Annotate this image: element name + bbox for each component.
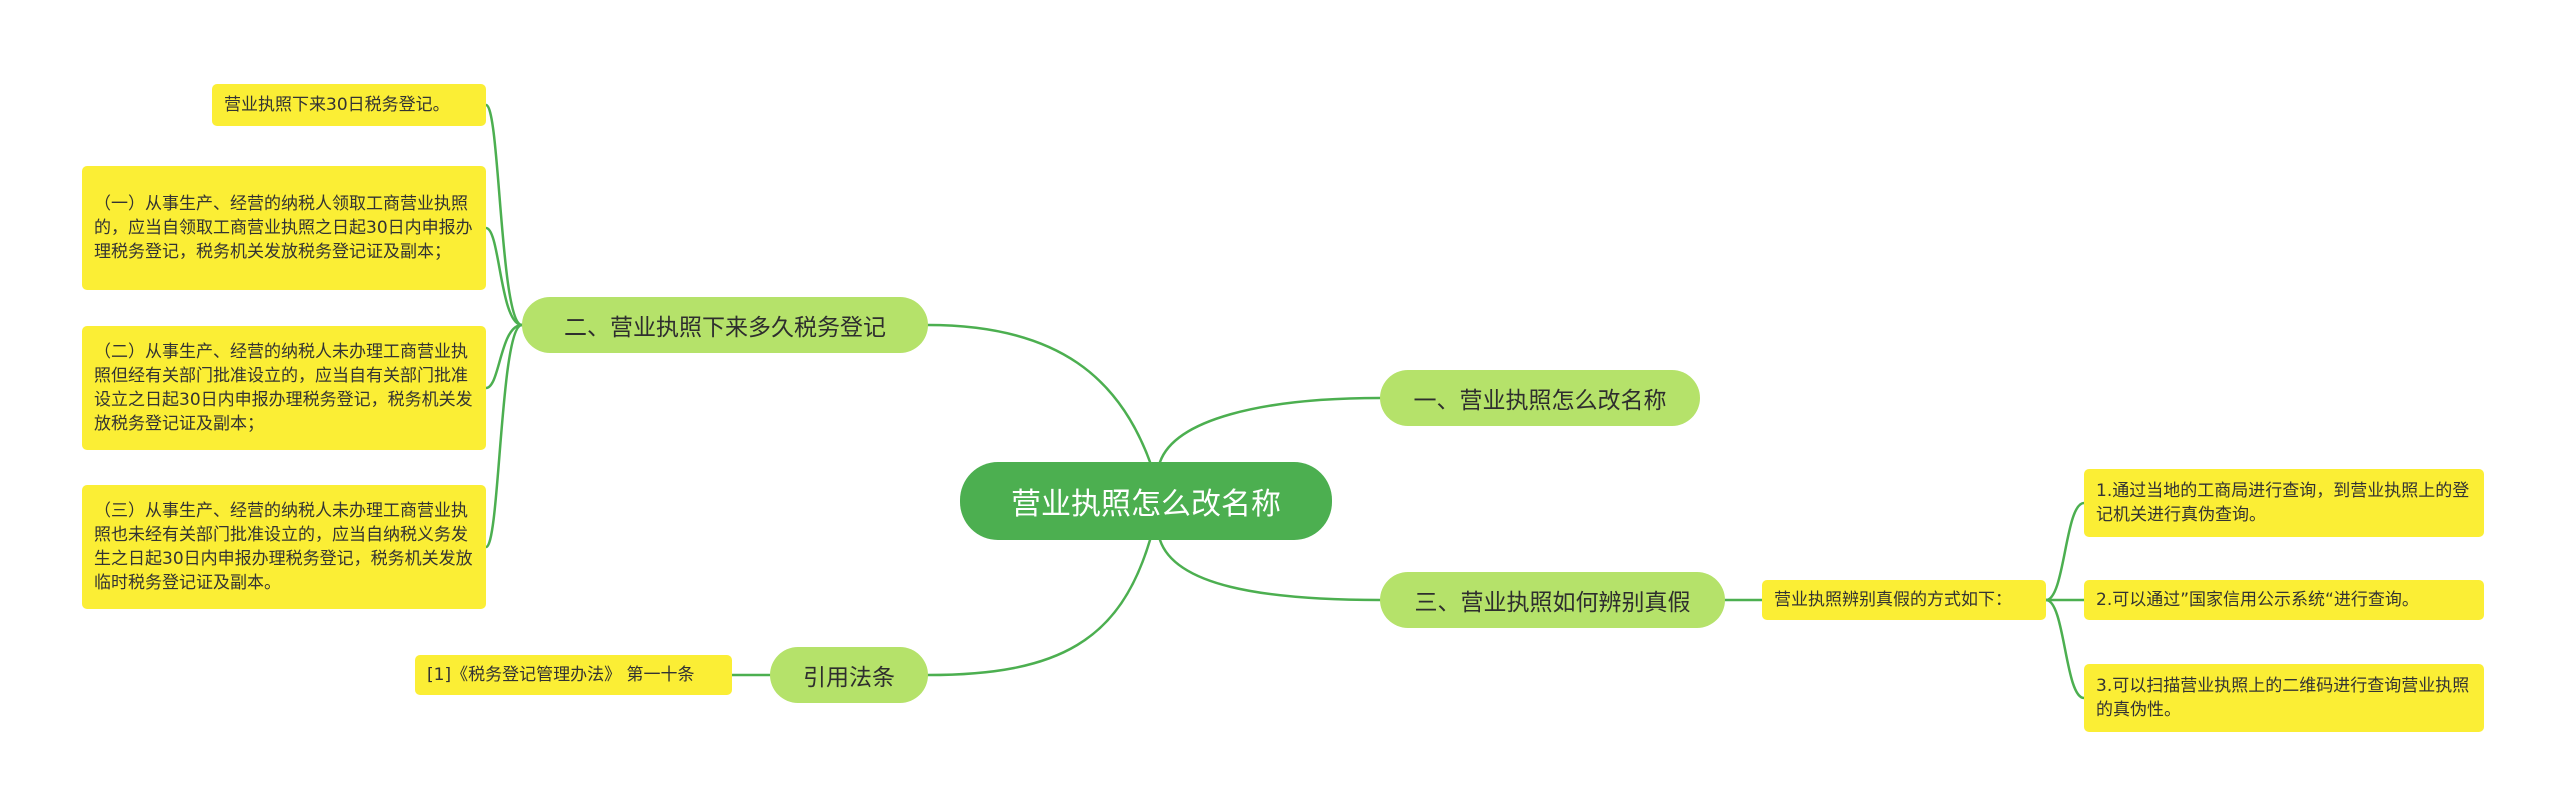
- leaf-node-b2-3[interactable]: （二）从事生产、经营的纳税人未办理工商营业执照但经有关部门批准设立的，应当自有关…: [82, 326, 486, 450]
- branch-3-label: 三、营业执照如何辨别真假: [1414, 590, 1691, 616]
- root-label: 营业执照怎么改名称: [1011, 487, 1281, 522]
- leaf-node-b2-1[interactable]: 营业执照下来30日税务登记。: [212, 84, 486, 126]
- root-node[interactable]: 营业执照怎么改名称: [960, 462, 1332, 540]
- leaf-b2-4-text: （三）从事生产、经营的纳税人未办理工商营业执照也未经有关部门批准设立的，应当自纳…: [94, 501, 473, 593]
- connector-b2-l1: [484, 103, 524, 327]
- leaf-node-b3-3[interactable]: 3.可以扫描营业执照上的二维码进行查询营业执照的真伪性。: [2084, 664, 2484, 732]
- leaf-b3-2-text: 2.可以通过”国家信用公示系统“进行查询。: [2096, 590, 2419, 610]
- leaf-b4-1-text: [1]《税务登记管理办法》 第一十条: [427, 665, 695, 685]
- connector-mid-l1: [2044, 501, 2086, 602]
- leaf-node-b4-1[interactable]: [1]《税务登记管理办法》 第一十条: [415, 655, 732, 695]
- connector-mid-l3: [2044, 598, 2086, 700]
- branch-node-4[interactable]: 引用法条: [770, 647, 928, 703]
- branch-node-1[interactable]: 一、营业执照怎么改名称: [1380, 370, 1700, 426]
- connector-root-b2: [926, 323, 1152, 464]
- branch-node-2[interactable]: 二、营业执照下来多久税务登记: [522, 297, 928, 353]
- leaf-b2-2-text: （一）从事生产、经营的纳税人领取工商营业执照的，应当自领取工商营业执照之日起30…: [94, 194, 473, 262]
- connector-b2-l2: [484, 226, 524, 327]
- leaf-node-b3-mid[interactable]: 营业执照辨别真假的方式如下：: [1762, 580, 2046, 620]
- connector-b2-l3: [484, 323, 524, 390]
- leaf-b2-3-text: （二）从事生产、经营的纳税人未办理工商营业执照但经有关部门批准设立的，应当自有关…: [94, 342, 473, 434]
- branch-4-label: 引用法条: [803, 665, 895, 691]
- connector-root-b4: [926, 538, 1152, 677]
- connector-root-b1: [1158, 396, 1382, 464]
- leaf-b3-3-text: 3.可以扫描营业执照上的二维码进行查询营业执照的真伪性。: [2096, 676, 2470, 720]
- leaf-node-b3-2[interactable]: 2.可以通过”国家信用公示系统“进行查询。: [2084, 580, 2484, 620]
- connector-root-b3: [1158, 538, 1382, 602]
- leaf-node-b3-1[interactable]: 1.通过当地的工商局进行查询，到营业执照上的登记机关进行真伪查询。: [2084, 469, 2484, 537]
- connector-b2-l4: [484, 323, 524, 549]
- leaf-node-b2-4[interactable]: （三）从事生产、经营的纳税人未办理工商营业执照也未经有关部门批准设立的，应当自纳…: [82, 485, 486, 609]
- branch-node-3[interactable]: 三、营业执照如何辨别真假: [1380, 572, 1725, 628]
- leaf-node-b2-2[interactable]: （一）从事生产、经营的纳税人领取工商营业执照的，应当自领取工商营业执照之日起30…: [82, 166, 486, 290]
- branch-1-label: 一、营业执照怎么改名称: [1413, 388, 1667, 414]
- leaf-b2-1-text: 营业执照下来30日税务登记。: [224, 95, 450, 115]
- leaf-b3-mid-text: 营业执照辨别真假的方式如下：: [1774, 590, 2012, 610]
- branch-2-label: 二、营业执照下来多久税务登记: [564, 315, 886, 341]
- leaf-b3-1-text: 1.通过当地的工商局进行查询，到营业执照上的登记机关进行真伪查询。: [2096, 481, 2470, 525]
